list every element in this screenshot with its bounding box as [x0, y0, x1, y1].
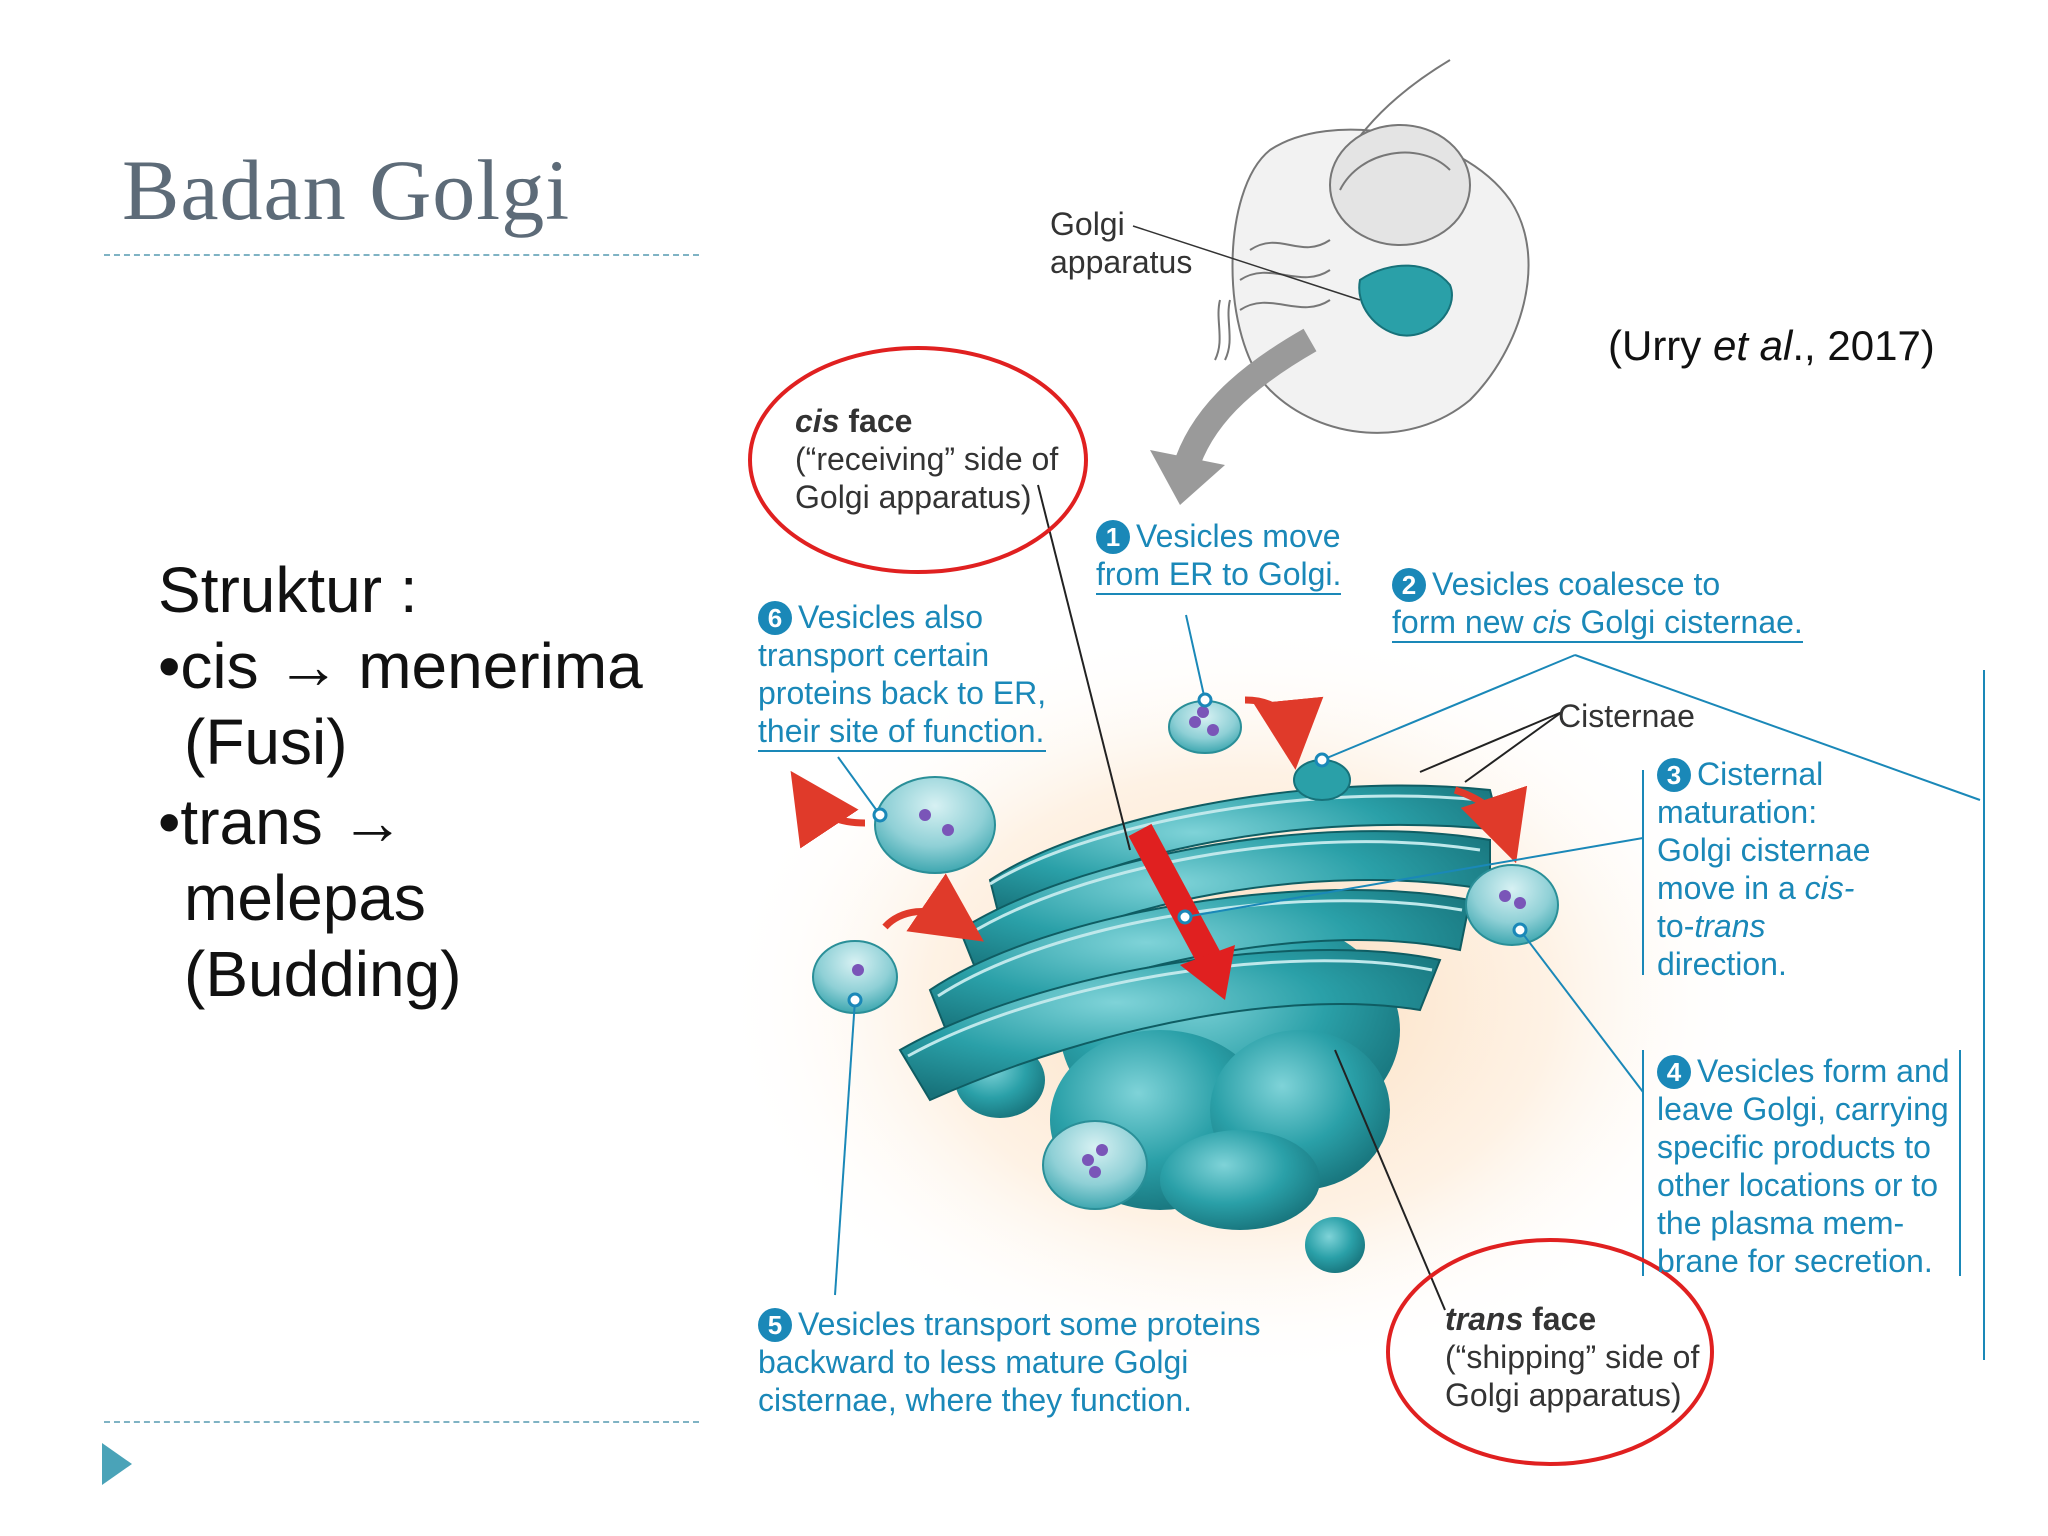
zoom-arrow-head	[1150, 450, 1225, 505]
step-2-label: 2Vesicles coalesce to form new cis Golgi…	[1392, 565, 1803, 643]
step-3-number-icon: 3	[1657, 758, 1691, 792]
cis-face-label: cis face (“receiving” side of Golgi appa…	[795, 402, 1058, 516]
step-3-label: 3Cisternal maturation: Golgi cisternae m…	[1657, 755, 1870, 983]
step-4-number-icon: 4	[1657, 1055, 1691, 1089]
step-1-number-icon: 1	[1096, 520, 1130, 554]
step-5-label: 5Vesicles transport some proteins backwa…	[758, 1305, 1260, 1419]
step-5-number-icon: 5	[758, 1308, 792, 1342]
step-6-label: 6Vesicles also transport certain protein…	[758, 598, 1046, 752]
golgi-apparatus-label: Golgi apparatus	[1050, 205, 1192, 281]
step-4-label: 4Vesicles form and leave Golgi, carrying…	[1657, 1052, 1950, 1280]
step-1-label: 1Vesicles move from ER to Golgi.	[1096, 517, 1341, 595]
cisternae-label: Cisternae	[1558, 697, 1695, 735]
step-2-number-icon: 2	[1392, 568, 1426, 602]
trans-face-label: trans face (“shipping” side of Golgi app…	[1445, 1300, 1699, 1414]
step-6-number-icon: 6	[758, 601, 792, 635]
